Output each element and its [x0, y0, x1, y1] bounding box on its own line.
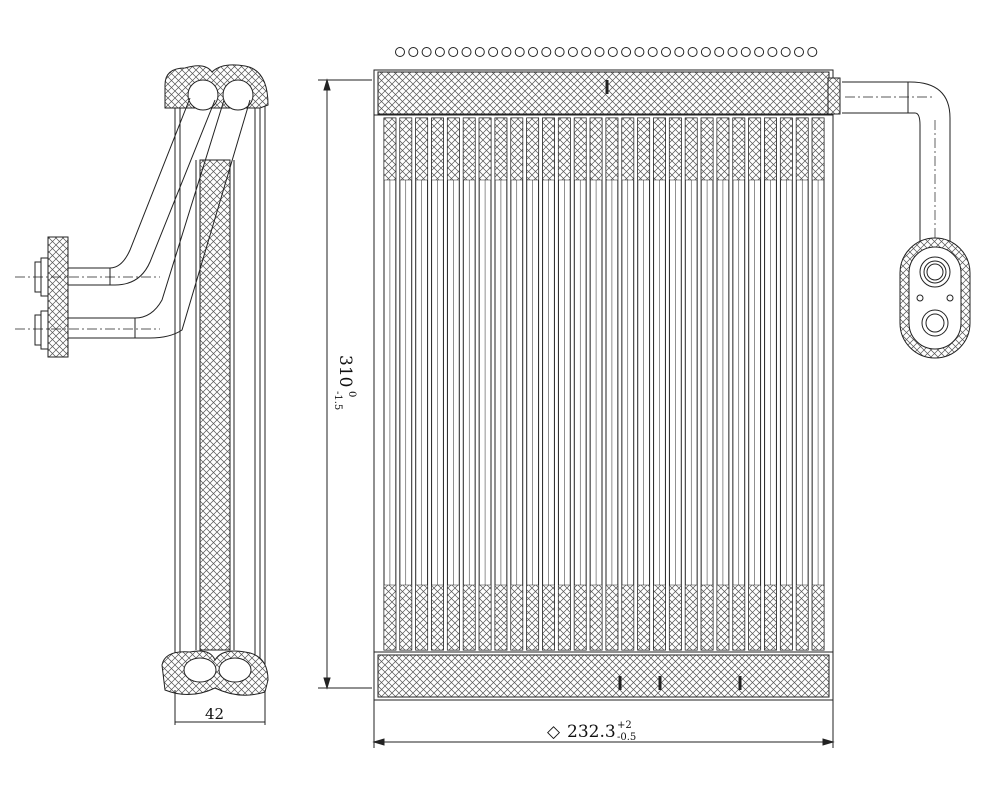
svg-text:◇: ◇ — [547, 722, 561, 742]
tube — [795, 117, 809, 651]
tube — [653, 117, 666, 651]
core-outline — [373, 69, 834, 701]
tube — [811, 117, 825, 651]
svg-text:+2: +2 — [617, 720, 632, 731]
svg-text:0: 0 — [346, 391, 357, 397]
fitting-lower — [34, 310, 49, 350]
tube-marker — [408, 47, 419, 57]
tube — [399, 117, 413, 651]
tube — [415, 117, 429, 651]
pipe-flange — [899, 237, 971, 359]
tube — [764, 117, 777, 651]
tube — [668, 117, 682, 651]
tube — [542, 117, 555, 651]
svg-text:-0.5: -0.5 — [617, 732, 636, 743]
tube-marker — [634, 47, 645, 57]
svg-text:310: 310 — [335, 355, 355, 387]
side-view — [15, 64, 269, 725]
tube-marker — [421, 47, 432, 57]
tube-marker — [754, 47, 765, 57]
front-view — [318, 47, 971, 748]
svg-text:-1.5: -1.5 — [332, 391, 343, 410]
tube-array — [383, 117, 825, 651]
tube-marker — [581, 47, 592, 57]
svg-text:232.3: 232.3 — [567, 722, 616, 742]
tube-marker — [780, 47, 791, 57]
tube-marker — [528, 47, 538, 57]
tube — [732, 117, 746, 651]
tube-marker — [567, 47, 578, 57]
tube-marker — [448, 47, 459, 57]
tube-marker — [740, 47, 751, 57]
tube-marker — [714, 47, 725, 57]
tube — [526, 117, 540, 651]
tube-marker — [607, 47, 618, 57]
tube — [779, 117, 793, 651]
height-dimension: 310 0 -1.5 — [332, 355, 357, 410]
width-dimension: ◇ 232.3 +2 -0.5 — [547, 720, 636, 743]
tube — [573, 117, 587, 651]
tube-marker — [661, 47, 671, 57]
tube — [383, 117, 397, 651]
tube — [748, 117, 762, 651]
tube — [716, 117, 730, 651]
tube-marker — [554, 47, 565, 57]
side-flange — [47, 236, 69, 358]
tube-marker — [434, 47, 445, 57]
tube — [605, 117, 619, 651]
tube-marker — [594, 47, 605, 57]
tube-marker — [700, 47, 711, 57]
tube-marker — [461, 47, 472, 57]
tube-marker — [488, 47, 499, 57]
marker-row — [395, 47, 818, 57]
tube — [431, 117, 444, 651]
tube — [478, 117, 492, 651]
side-hatched-core — [199, 159, 231, 651]
tube — [589, 117, 603, 651]
tube — [684, 117, 698, 651]
tube — [637, 117, 651, 651]
tube-marker — [621, 47, 632, 57]
tube-marker — [687, 47, 698, 57]
bottom-header — [377, 654, 830, 698]
tube — [494, 117, 508, 651]
tube-marker — [767, 47, 778, 57]
tube-marker — [474, 47, 485, 57]
tube-marker — [794, 47, 804, 57]
depth-dimension: 42 — [205, 705, 224, 723]
tube — [462, 117, 476, 651]
tube — [446, 117, 460, 651]
tube-marker — [674, 47, 685, 57]
tube — [700, 117, 714, 651]
tube-marker — [395, 47, 405, 57]
tube-marker — [501, 47, 512, 57]
top-header — [377, 71, 830, 115]
outlet-pipe — [827, 77, 951, 345]
tube — [557, 117, 571, 651]
tube — [621, 117, 635, 651]
tube-marker — [807, 47, 818, 57]
tube — [510, 117, 524, 651]
tube-marker — [514, 47, 525, 57]
tube-marker — [727, 47, 738, 57]
tube-marker — [541, 47, 552, 57]
tube-marker — [647, 47, 658, 57]
